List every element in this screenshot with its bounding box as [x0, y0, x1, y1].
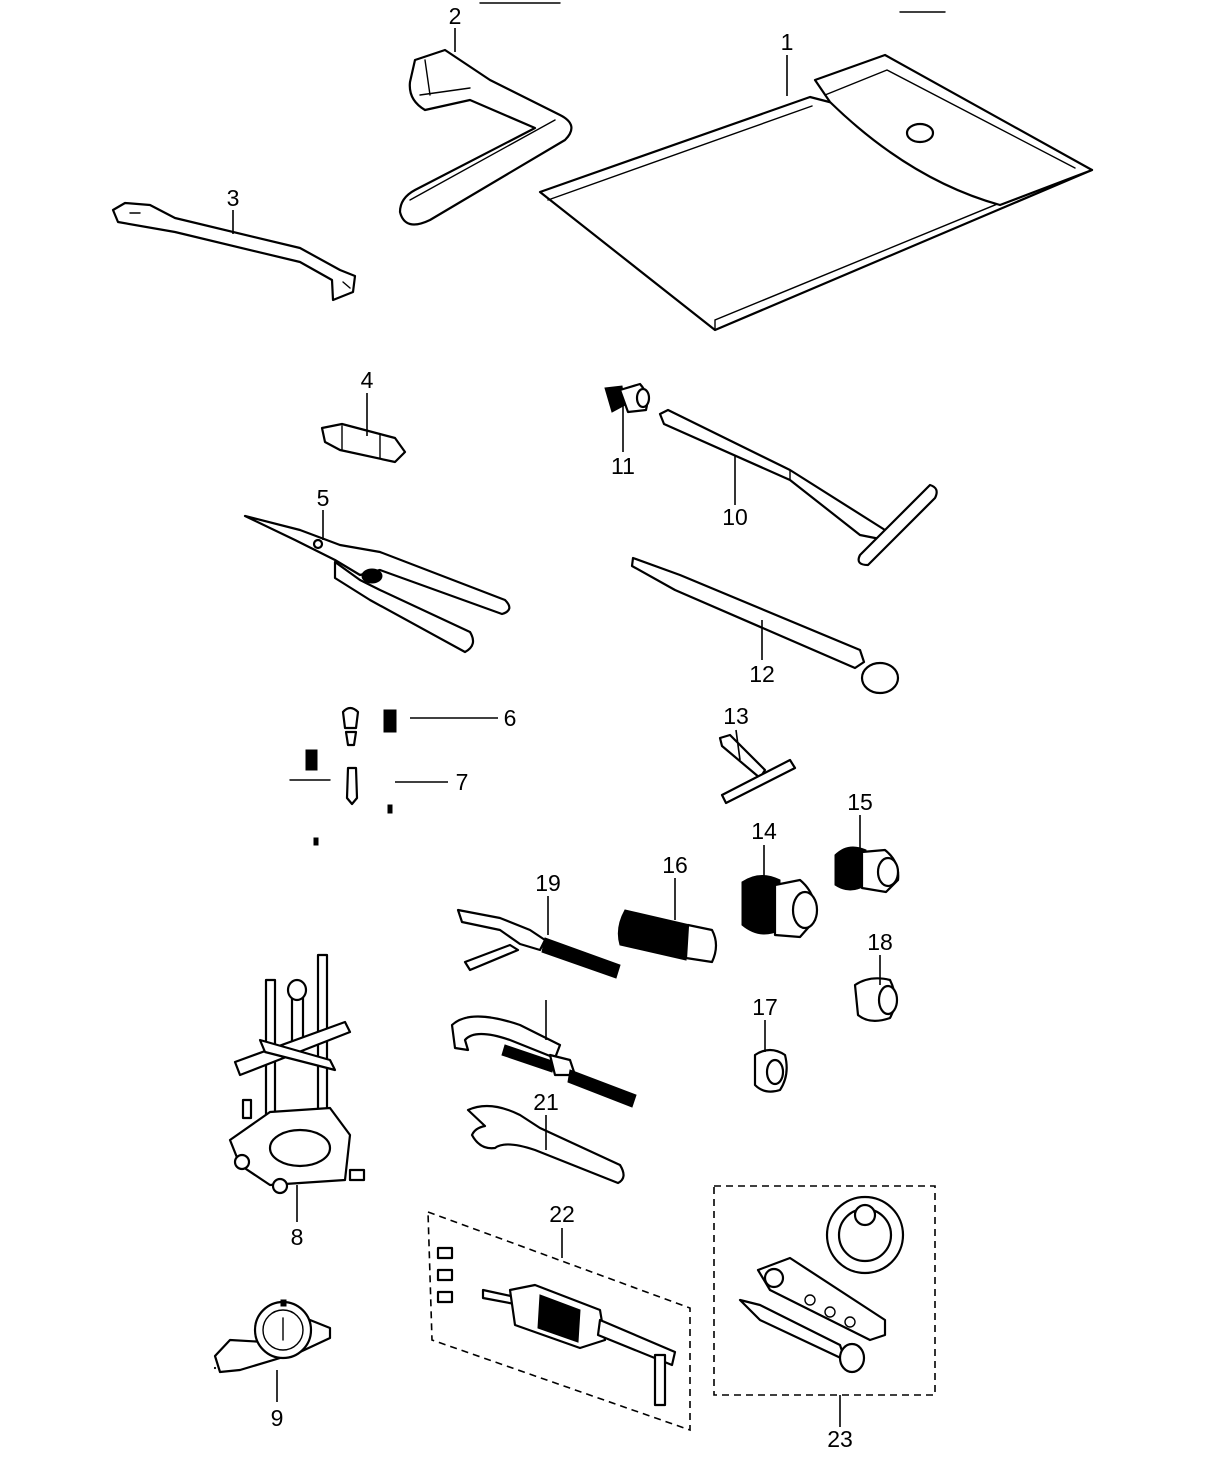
part-9-dial-gauge [213, 1299, 332, 1374]
callouts: 1 2 3 4 5 6 7 8 9 10 11 12 13 14 15 16 1… [227, 3, 893, 1452]
callout-12: 12 [749, 661, 775, 687]
part-13-t-wrench [718, 733, 797, 805]
part-4-bit [320, 422, 407, 464]
callout-7: 7 [456, 769, 469, 795]
callout-8: 8 [291, 1224, 304, 1250]
callout-9: 9 [271, 1405, 284, 1431]
part-6-7-small-bits [289, 706, 397, 846]
callout-18: 18 [867, 929, 893, 955]
callout-14: 14 [751, 818, 777, 844]
part-19-puller [456, 908, 621, 979]
callout-3: 3 [227, 185, 240, 211]
callout-5: 5 [317, 485, 330, 511]
callout-22: 22 [549, 1201, 575, 1227]
part-hook-tool [450, 1015, 637, 1108]
callout-6: 6 [504, 705, 517, 731]
part-23-gear-holder [713, 1185, 936, 1396]
callout-17: 17 [752, 994, 778, 1020]
part-11-socket [604, 382, 651, 414]
part-16-drift [617, 909, 718, 964]
callout-2: 2 [449, 3, 462, 29]
part-1-tool-bag [538, 53, 1094, 332]
part-5-pliers [243, 514, 511, 654]
part-18-bushing [853, 977, 899, 1022]
part-3-flat-spanner [111, 201, 357, 302]
callout-10: 10 [722, 504, 748, 530]
part-12-shaft [630, 556, 900, 695]
callout-19: 19 [535, 870, 561, 896]
part-22-sliding-hammer [427, 1210, 691, 1432]
callout-1: 1 [781, 29, 794, 55]
callout-11: 11 [611, 453, 635, 479]
part-15-adapter [834, 846, 900, 894]
part-10-t-handle [658, 408, 938, 567]
part-8-puller [228, 953, 366, 1195]
part-14-adapter [741, 875, 819, 939]
callout-4: 4 [361, 367, 374, 393]
leader-lines [232, 28, 881, 1427]
callout-13: 13 [723, 703, 749, 729]
part-2-box-wrench [398, 48, 573, 226]
callout-16: 16 [662, 852, 688, 878]
part-17-washer [753, 1048, 788, 1093]
callout-21: 21 [533, 1089, 559, 1115]
callout-23: 23 [827, 1426, 853, 1452]
callout-15: 15 [847, 789, 873, 815]
